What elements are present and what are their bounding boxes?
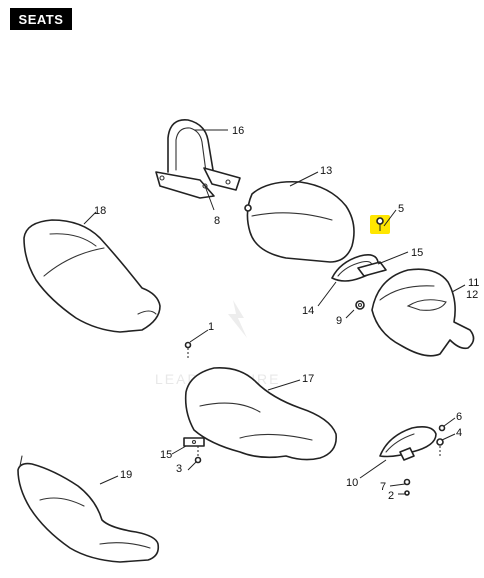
callout-5: 5 <box>398 203 404 215</box>
watermark-flame-icon <box>228 300 247 338</box>
callout-14: 14 <box>302 305 314 317</box>
callout-12: 12 <box>466 289 478 301</box>
callout-10: 10 <box>346 477 358 489</box>
callout-2: 2 <box>388 490 394 502</box>
callout-7: 7 <box>380 481 386 493</box>
part-10-strap[interactable] <box>379 426 437 461</box>
part-2-screw[interactable] <box>404 490 410 496</box>
part-5-screw[interactable] <box>370 215 390 234</box>
part-8-bolt[interactable] <box>202 183 215 211</box>
callout-4: 4 <box>456 427 462 439</box>
callout-15-lower: 15 <box>160 449 172 461</box>
leader-lines <box>83 129 466 495</box>
part-9-washer[interactable] <box>355 300 365 310</box>
callout-1: 1 <box>208 321 214 333</box>
callout-9: 9 <box>336 315 342 327</box>
part-4-washer[interactable] <box>436 438 444 456</box>
callout-labels: 16 8 13 5 15 14 9 11 12 18 1 17 15 3 10 … <box>94 125 479 502</box>
callout-13: 13 <box>320 165 332 177</box>
callout-15-upper: 15 <box>411 247 423 259</box>
part-19-low-profile-seat[interactable] <box>17 455 160 563</box>
callout-16: 16 <box>232 125 244 137</box>
part-13-passenger-pillion[interactable] <box>244 180 355 263</box>
part-15-lower-bracket[interactable] <box>183 437 205 447</box>
part-15-upper-bracket[interactable] <box>357 261 387 277</box>
callout-19: 19 <box>120 469 132 481</box>
callout-8: 8 <box>214 215 220 227</box>
part-1-pin[interactable] <box>184 341 192 361</box>
part-3-screw[interactable] <box>194 446 202 464</box>
part-18-touring-seat[interactable] <box>23 219 161 333</box>
callout-17: 17 <box>302 373 314 385</box>
callout-18: 18 <box>94 205 106 217</box>
section-title: SEATS <box>10 8 72 30</box>
callout-11: 11 <box>468 277 479 289</box>
part-6-washer[interactable] <box>438 424 446 432</box>
callout-6: 6 <box>456 411 462 423</box>
part-11-12-solo-seat[interactable] <box>371 268 475 357</box>
part-17-two-up-seat[interactable] <box>184 366 337 461</box>
callout-3: 3 <box>176 463 182 475</box>
part-16-sissy-bar[interactable] <box>155 119 241 199</box>
part-7-screw[interactable] <box>403 478 411 486</box>
